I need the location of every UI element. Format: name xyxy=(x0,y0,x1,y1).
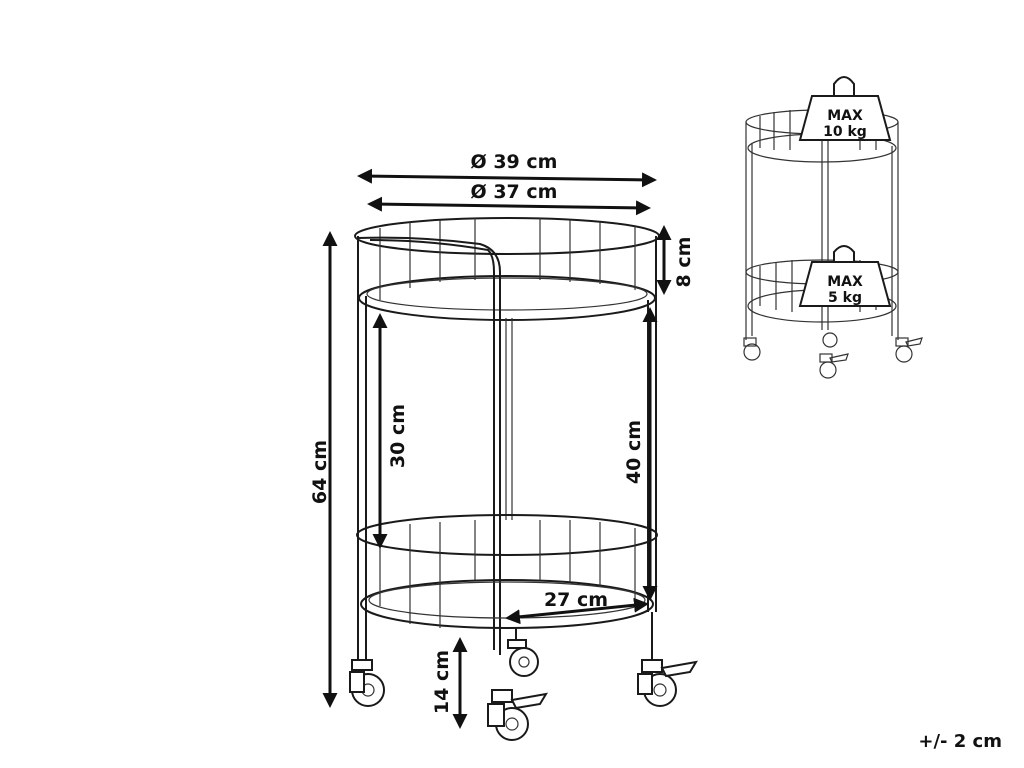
caster-wheel-front-left xyxy=(349,659,385,707)
outer-diameter-label: Ø 39 cm xyxy=(471,151,558,173)
small-caster-center xyxy=(819,353,849,379)
weight-icon-top: MAX 10 kg xyxy=(798,76,892,141)
shelf-gap-left-label: 30 cm xyxy=(387,404,409,468)
rail-height-label: 8 cm xyxy=(673,237,695,288)
top-max-label: MAX xyxy=(827,108,863,124)
inner-diameter-label: Ø 37 cm xyxy=(471,181,558,203)
lower-shelf-width-label: 27 cm xyxy=(544,589,608,611)
wheel-height-label: 14 cm xyxy=(431,650,453,714)
small-caster-back xyxy=(822,332,838,348)
total-height-label: 64 cm xyxy=(309,440,331,504)
small-caster-left xyxy=(743,337,761,361)
shelf-gap-right-label: 40 cm xyxy=(623,420,645,484)
load-capacity-drawing: MAX 10 kg MAX 5 kg xyxy=(743,76,923,379)
weight-icon-bottom: MAX 5 kg xyxy=(798,245,892,307)
caster-wheel-front-center xyxy=(487,689,548,741)
caster-wheel-right xyxy=(637,659,698,707)
small-caster-right xyxy=(895,337,923,363)
top-weight-label: 10 kg xyxy=(823,124,867,140)
dimension-arrows xyxy=(322,168,672,729)
caster-wheel-back-center xyxy=(507,639,539,677)
bottom-max-label: MAX xyxy=(827,274,863,290)
bottom-weight-label: 5 kg xyxy=(828,290,862,306)
tolerance-note: +/- 2 cm xyxy=(918,731,1002,752)
